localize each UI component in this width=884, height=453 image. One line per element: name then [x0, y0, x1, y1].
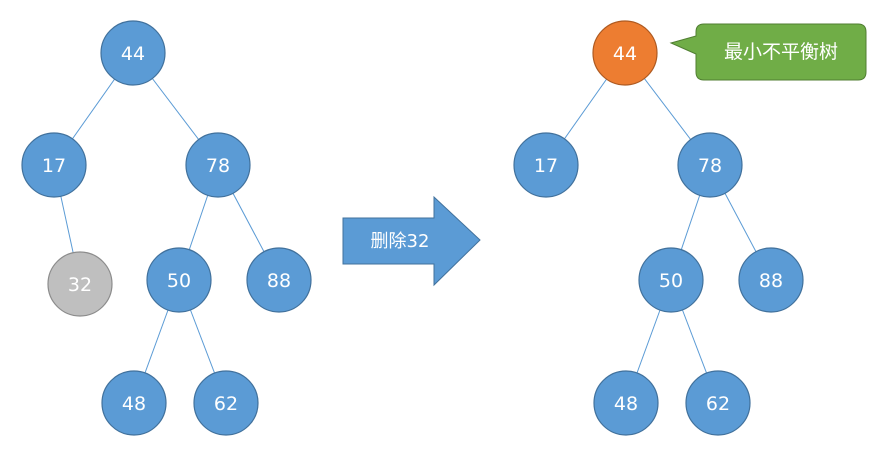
- after-node-circle: [738, 247, 804, 313]
- after-node-label: 17: [534, 155, 558, 177]
- before-node-32: 32: [47, 251, 113, 317]
- before-node-circle: [101, 370, 167, 436]
- before-node-circle: [246, 247, 312, 313]
- after-node-circle: [638, 247, 704, 313]
- after-node-label: 88: [759, 270, 783, 292]
- before-node-label: 48: [122, 393, 146, 415]
- before-node-label: 17: [42, 155, 66, 177]
- before-node-circle: [100, 20, 166, 86]
- after-node-48: 48: [593, 370, 659, 436]
- before-node-88: 88: [246, 247, 312, 313]
- before-node-circle: [146, 247, 212, 313]
- after-node-44: 44: [592, 20, 658, 86]
- after-node-label: 78: [698, 155, 722, 177]
- before-node-circle: [21, 132, 87, 198]
- before-node-label: 32: [68, 274, 92, 296]
- callout-label: 最小不平衡树: [724, 41, 838, 63]
- after-node-circle: [513, 132, 579, 198]
- after-node-label: 50: [659, 270, 683, 292]
- before-node-circle: [47, 251, 113, 317]
- arrow-label: 删除32: [371, 231, 430, 252]
- nodes-layer: 44 17 78 32 50 88 48 62 44 17 78 50 88 48 62: [21, 20, 804, 436]
- before-node-44: 44: [100, 20, 166, 86]
- after-node-circle: [677, 132, 743, 198]
- callout-bubble: [669, 23, 867, 81]
- before-node-label: 88: [267, 270, 291, 292]
- after-node-label: 62: [706, 393, 730, 415]
- before-node-label: 78: [206, 155, 230, 177]
- before-node-label: 62: [214, 393, 238, 415]
- after-node-circle: [592, 20, 658, 86]
- before-node-label: 50: [167, 270, 191, 292]
- after-node-17: 17: [513, 132, 579, 198]
- before-node-48: 48: [101, 370, 167, 436]
- arrow-shape: [342, 195, 481, 287]
- after-node-50: 50: [638, 247, 704, 313]
- before-node-circle: [185, 132, 251, 198]
- after-node-circle: [593, 370, 659, 436]
- before-node-78: 78: [185, 132, 251, 198]
- after-node-62: 62: [685, 370, 751, 436]
- after-node-78: 78: [677, 132, 743, 198]
- before-node-50: 50: [146, 247, 212, 313]
- delete-operation-arrow: 删除32: [342, 195, 481, 287]
- after-node-label: 48: [614, 393, 638, 415]
- before-node-label: 44: [121, 43, 145, 65]
- after-node-circle: [685, 370, 751, 436]
- after-node-label: 44: [613, 43, 637, 65]
- before-node-17: 17: [21, 132, 87, 198]
- unbalanced-callout: 最小不平衡树: [669, 23, 867, 81]
- after-node-88: 88: [738, 247, 804, 313]
- before-node-62: 62: [193, 370, 259, 436]
- before-node-circle: [193, 370, 259, 436]
